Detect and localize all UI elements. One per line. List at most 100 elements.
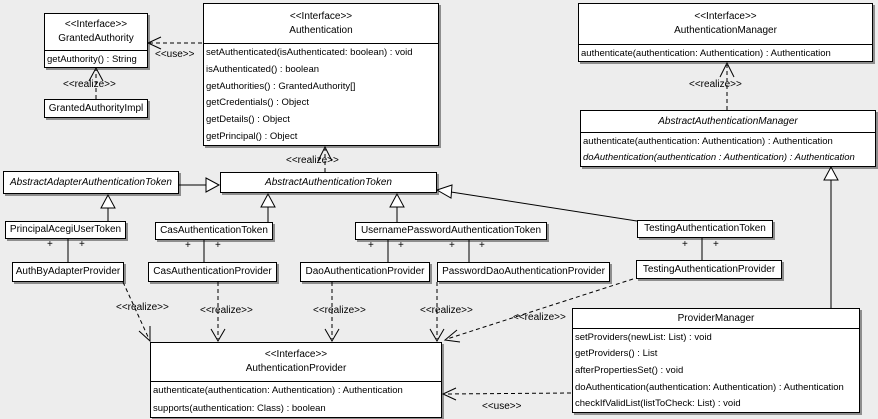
class-name-text: PrincipalAcegiUserToken	[9, 224, 122, 235]
method-text: checkIfValidList(listToCheck: List) : vo…	[575, 398, 741, 410]
edge-realize-abstract-manager[interactable]	[719, 61, 735, 110]
class-title-compartment: <<Interface>> AuthenticationProvider	[151, 343, 441, 381]
assoc-end-plus: +	[368, 240, 374, 251]
stereotype-text: <<Interface>>	[64, 19, 128, 30]
class-name-text: AbstractAuthenticationManager	[658, 115, 798, 127]
realize-stereotype-2: <<realize>>	[286, 155, 339, 166]
generalization-arrowhead	[435, 184, 453, 199]
open-arrowhead	[443, 329, 461, 343]
method-text: getAuthorities() : GrantedAuthority[]	[206, 80, 356, 92]
class-authentication-provider[interactable]: <<Interface>> AuthenticationProvider authe…	[150, 342, 442, 418]
edge-realize-testing-provider[interactable]	[443, 278, 634, 343]
method-text: authenticate(authentication: Authenticat…	[153, 385, 403, 397]
class-granted-authority[interactable]: <<Interface>> GrantedAuthority getAuthorit…	[44, 13, 148, 68]
stereotype-text: <<Interface>>	[289, 10, 353, 22]
class-name-text: PasswordDaoAuthenticationProvider	[442, 266, 605, 277]
class-title-compartment: CasAuthenticationToken	[156, 223, 272, 239]
open-arrowhead	[88, 66, 104, 82]
generalization-arrowhead	[205, 177, 221, 193]
class-name-text: UsernamePasswordAuthenticationToken	[360, 225, 542, 236]
class-cas-authentication-token[interactable]: CasAuthenticationToken	[155, 222, 273, 240]
method-text: getPrincipal() : Object	[206, 131, 298, 143]
generalization-arrowhead	[389, 192, 405, 208]
class-principal-acegi-user-token[interactable]: PrincipalAcegiUserToken	[5, 221, 126, 239]
open-arrowhead	[210, 328, 226, 342]
class-granted-authority-impl[interactable]: GrantedAuthorityImpl	[44, 99, 148, 118]
class-name-text: CasAuthenticationToken	[160, 225, 268, 236]
class-testing-authentication-provider[interactable]: TestingAuthenticationProvider	[636, 260, 782, 279]
edge-gen-cas-token[interactable]	[260, 192, 276, 222]
class-password-dao-authentication-provider[interactable]: PasswordDaoAuthenticationProvider	[437, 262, 610, 282]
class-dao-authentication-provider[interactable]: DaoAuthenticationProvider	[300, 262, 430, 282]
class-name-text: Authentication	[289, 24, 353, 36]
class-name-text: TestingAuthenticationProvider	[642, 263, 776, 275]
class-authentication[interactable]: <<Interface>> Authentication setAuthentica…	[203, 3, 439, 146]
class-title-compartment: <<Interface>> GrantedAuthority	[45, 14, 147, 50]
class-auth-by-adapter-provider[interactable]: AuthByAdapterProvider	[12, 262, 124, 282]
class-name-text: AuthenticationManager	[674, 25, 777, 36]
edge-use-provider-manager[interactable]	[441, 387, 572, 401]
open-arrowhead	[324, 328, 340, 342]
edge-realize-dao-provider[interactable]	[324, 282, 340, 342]
class-title-compartment: PasswordDaoAuthenticationProvider	[438, 263, 609, 281]
edge-gen-testing-token[interactable]	[435, 184, 638, 222]
method-text: doAuthentication(authentication: Authent…	[575, 381, 844, 393]
class-name-text: ProviderManager	[677, 312, 755, 324]
class-testing-authentication-token[interactable]: TestingAuthenticationToken	[637, 220, 773, 238]
edge-gen-adapter-token-to-abstract-token[interactable]	[179, 177, 221, 193]
class-name-text: CasAuthenticationProvider	[153, 266, 272, 277]
method-text: getProviders() : List	[575, 348, 658, 360]
method-text: authenticate(authentication: Authenticat…	[583, 135, 833, 147]
assoc-end-plus: +	[185, 240, 191, 251]
open-arrowhead	[138, 326, 151, 343]
class-authentication-manager[interactable]: <<Interface>> AuthenticationManager authen…	[578, 3, 873, 62]
class-title-compartment: PrincipalAcegiUserToken	[6, 222, 125, 238]
class-name-text: GrantedAuthority	[58, 33, 134, 44]
edge-realize-abstract-token[interactable]	[317, 145, 333, 172]
assoc-end-plus: +	[479, 240, 485, 251]
methods-compartment: authenticate(authentication: Authenticat…	[579, 44, 872, 61]
class-title-compartment: DaoAuthenticationProvider	[301, 263, 429, 281]
class-cas-authentication-provider[interactable]: CasAuthenticationProvider	[148, 262, 277, 282]
assoc-end-plus: +	[398, 240, 404, 251]
class-abstract-authentication-token[interactable]: AbstractAuthenticationToken	[220, 172, 437, 193]
method-text: getDetails() : Object	[206, 114, 290, 126]
methods-compartment: setAuthenticated(isAuthenticated: boolea…	[204, 43, 438, 145]
edge-realize-cas-provider[interactable]	[210, 282, 226, 342]
assoc-end-plus: +	[79, 239, 85, 250]
realize-stereotype-7: <<realize>>	[420, 305, 473, 316]
edge-use-authentication-granted-authority[interactable]	[146, 36, 202, 50]
edge-gen-provider-manager[interactable]	[823, 165, 839, 308]
class-username-password-authentication-token[interactable]: UsernamePasswordAuthenticationToken	[355, 222, 547, 240]
class-name-text: AbstractAuthenticationToken	[265, 176, 392, 188]
stereotype-text: <<Interface>>	[694, 11, 757, 22]
class-abstract-authentication-manager[interactable]: AbstractAuthenticationManager authenticat…	[580, 110, 876, 167]
use-stereotype-2: <<use>>	[482, 401, 522, 412]
generalization-arrowhead	[260, 192, 276, 208]
method-text: setAuthenticated(isAuthenticated: boolea…	[206, 46, 413, 58]
class-name-text: AuthenticationProvider	[245, 363, 347, 374]
method-text: supports(authentication: Class) : boolea…	[153, 402, 326, 414]
use-stereotype-1: <<use>>	[155, 49, 195, 60]
method-text: getCredentials() : Object	[206, 97, 309, 109]
realize-stereotype-1: <<realize>>	[63, 79, 116, 90]
class-title-compartment: <<Interface>> AuthenticationManager	[579, 4, 872, 44]
stereotype-text: <<Interface>>	[264, 349, 328, 360]
edge-gen-principal-token[interactable]	[100, 193, 116, 221]
class-name-text: DaoAuthenticationProvider	[305, 266, 425, 277]
class-title-compartment: TestingAuthenticationProvider	[637, 261, 781, 278]
assoc-end-plus: +	[449, 240, 455, 251]
edge-realize-password-dao-provider[interactable]	[429, 282, 445, 342]
edge-gen-username-token[interactable]	[389, 192, 405, 222]
method-text: getAuthority() : String	[47, 53, 137, 65]
class-title-compartment: AbstractAdapterAuthenticationToken	[4, 172, 178, 193]
class-abstract-adapter-authentication-token[interactable]: AbstractAdapterAuthenticationToken	[3, 171, 179, 194]
edge-realize-granted-authority-impl[interactable]	[88, 66, 104, 99]
generalization-arrowhead	[100, 193, 116, 209]
edge-realize-auth-by-adapter[interactable]	[122, 281, 151, 343]
class-title-compartment: <<Interface>> Authentication	[204, 4, 438, 43]
methods-compartment: authenticate(authentication: Authenticat…	[151, 381, 441, 417]
